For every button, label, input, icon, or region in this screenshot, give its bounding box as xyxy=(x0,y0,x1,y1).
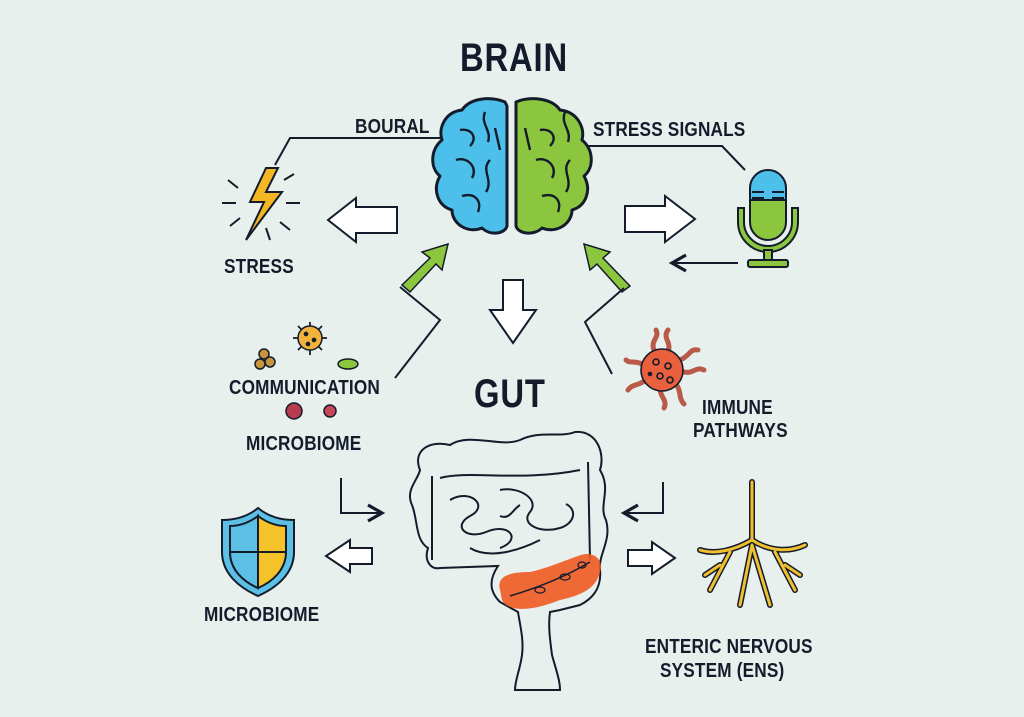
virus-icon xyxy=(623,327,707,411)
green-arrow-right xyxy=(582,242,632,294)
arrow-brain-to-stress xyxy=(326,195,398,245)
arrow-gut-to-ens xyxy=(627,540,677,576)
gut-highlight xyxy=(499,553,601,609)
microphone-icon xyxy=(737,169,799,268)
bourall-label: BOURAL xyxy=(355,116,430,138)
brain-title: BRAIN xyxy=(460,36,568,80)
brain-icon xyxy=(431,97,593,235)
arrow-brain-to-stress-signals xyxy=(624,193,697,245)
ens-label-line1: ENTERIC NERVOUS xyxy=(645,636,813,658)
chevron-lines xyxy=(394,286,625,379)
microbiome-shield-label: MICROBIOME xyxy=(204,604,320,626)
ens-label-line2: SYSTEM (ENS) xyxy=(660,660,785,682)
immune-label-line1: IMMUNE xyxy=(702,397,773,419)
immune-label-line2: PATHWAYS xyxy=(693,420,788,442)
connector-arrows-gut xyxy=(340,478,664,523)
microbiome-label-left: MICROBIOME xyxy=(246,433,362,455)
arrow-gut-to-microbiome xyxy=(324,538,373,574)
nerve-roots-icon xyxy=(697,479,808,608)
lightning-bolt-icon xyxy=(222,167,300,241)
stress-signals-label: STRESS SIGNALS xyxy=(593,119,746,141)
gut-title: GUT xyxy=(474,372,546,416)
microbes-icon xyxy=(254,322,359,420)
green-arrow-left xyxy=(400,242,450,294)
communication-label: COMMUNICATION xyxy=(229,377,380,399)
shield-icon xyxy=(221,506,295,598)
stress-label: STRESS xyxy=(224,256,294,278)
arrow-brain-to-gut xyxy=(488,279,538,345)
stress-signals-connector-line xyxy=(555,145,746,171)
intestines-icon xyxy=(409,430,609,691)
